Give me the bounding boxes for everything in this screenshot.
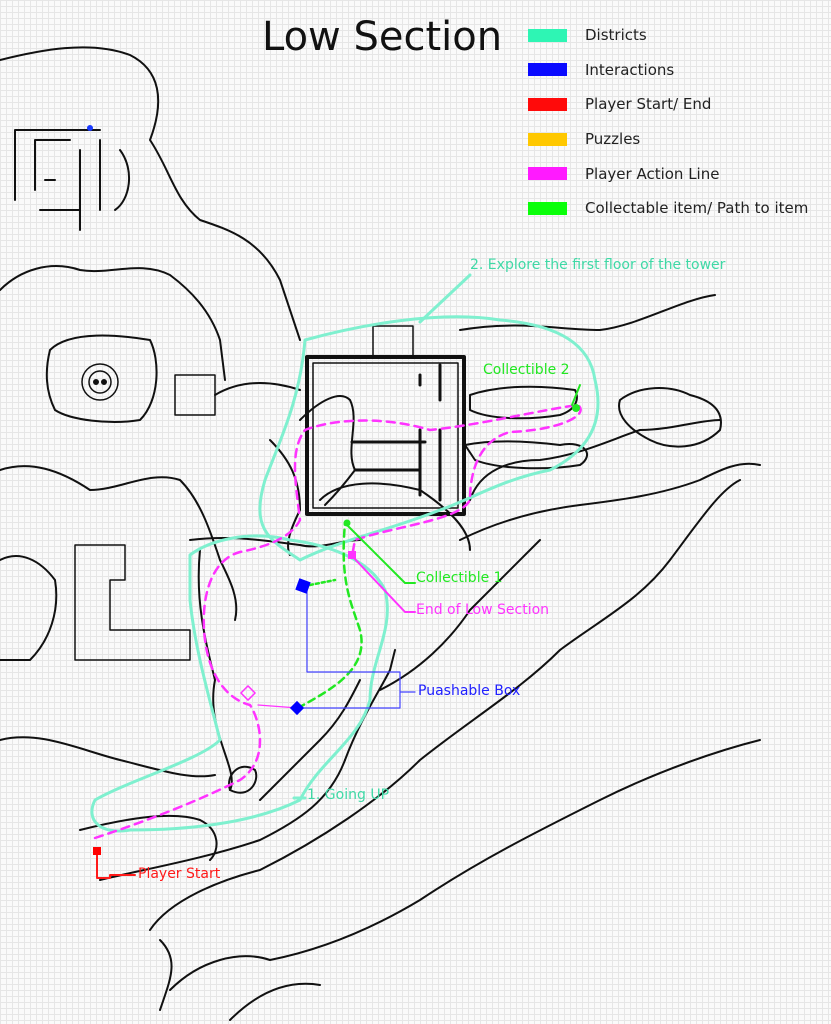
district-outlines: [90, 273, 600, 833]
legend-label: Player Action Line: [585, 164, 720, 183]
legend-item-collectable: Collectable item/ Path to item: [528, 191, 808, 226]
district-2-label: 2. Explore the first floor of the tower: [470, 257, 726, 273]
legend-item-districts: Districts: [528, 18, 808, 53]
player-start-marker: [93, 847, 101, 855]
interactions-swatch: [528, 63, 567, 77]
end-marker: [348, 551, 356, 559]
action-line-swatch: [528, 167, 567, 181]
district-1-label: 1. Going UP: [307, 787, 390, 803]
collectible-2-marker: [572, 404, 580, 412]
collectible-1-label: Collectible 1: [416, 570, 503, 586]
legend-item-player-action-line: Player Action Line: [528, 156, 808, 191]
legend-item-interactions: Interactions: [528, 53, 808, 88]
end-of-section-label: End of Low Section: [416, 602, 550, 618]
legend-item-player-start-end: Player Start/ End: [528, 87, 808, 122]
legend-label: Player Start/ End: [585, 95, 712, 114]
legend: Districts Interactions Player Start/ End…: [528, 18, 808, 226]
collectable-swatch: [528, 201, 567, 215]
districts-swatch: [528, 28, 567, 42]
page-title: Low Section: [262, 14, 503, 60]
tower: [305, 325, 466, 516]
collectible-1-marker: [343, 519, 351, 527]
player-start-label: Player Start: [138, 866, 221, 882]
collectible-path: [296, 521, 363, 710]
collectible-2-label: Collectible 2: [483, 362, 570, 378]
terrain-outlines: [0, 46, 761, 1021]
legend-label: Interactions: [585, 60, 675, 79]
legend-label: Districts: [585, 26, 647, 45]
pushable-box-bottom: [289, 700, 305, 716]
interaction-dot: [87, 125, 93, 131]
puzzles-swatch: [528, 132, 567, 146]
pushable-box-label: Puashable Box: [418, 683, 521, 699]
puzzle-marker: [240, 685, 256, 701]
player-action-line: [93, 403, 582, 840]
legend-label: Puzzles: [585, 130, 641, 149]
player-start-swatch: [528, 97, 567, 111]
collectible-pointers: [96, 384, 581, 879]
pushable-box-top: [295, 578, 311, 594]
legend-label: Collectable item/ Path to item: [585, 199, 809, 218]
legend-item-puzzles: Puzzles: [528, 122, 808, 157]
